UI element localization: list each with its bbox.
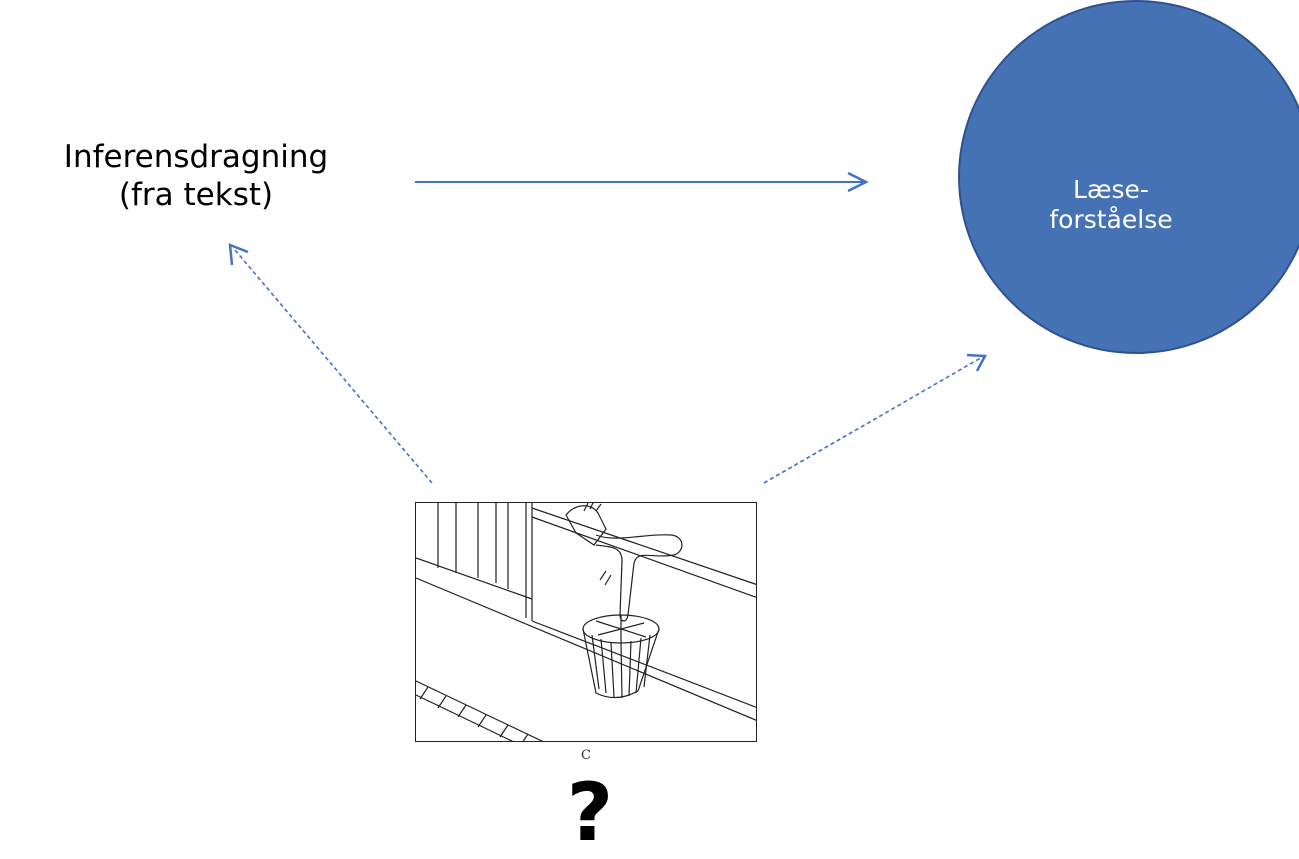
- inference-label-line1: Inferensdragning: [63, 139, 329, 175]
- reading-comprehension-line2: forståelse: [1049, 205, 1173, 234]
- fence-drawing: [437, 503, 533, 621]
- bucket-drawing: [582, 614, 660, 699]
- inference-node-label: Inferensdragning (fra tekst): [0, 138, 392, 214]
- reading-comprehension-label: Læse- forståelse: [1000, 175, 1222, 235]
- person-drawing: [565, 503, 683, 622]
- reading-comprehension-line1: Læse-: [1073, 175, 1149, 204]
- inference-to-comprehension-arrow: [415, 171, 869, 193]
- image-to-inference-arrow: [228, 243, 433, 484]
- inference-label-line2: (fra tekst): [118, 177, 274, 213]
- reading-comprehension-circle: [958, 0, 1299, 354]
- question-mark: ?: [566, 766, 614, 859]
- illustration-caption: C: [581, 748, 591, 763]
- image-to-comprehension-arrow: [763, 353, 988, 484]
- curb-drawing: [416, 680, 544, 741]
- comic-illustration: [415, 502, 757, 742]
- comic-drawing: [416, 503, 756, 741]
